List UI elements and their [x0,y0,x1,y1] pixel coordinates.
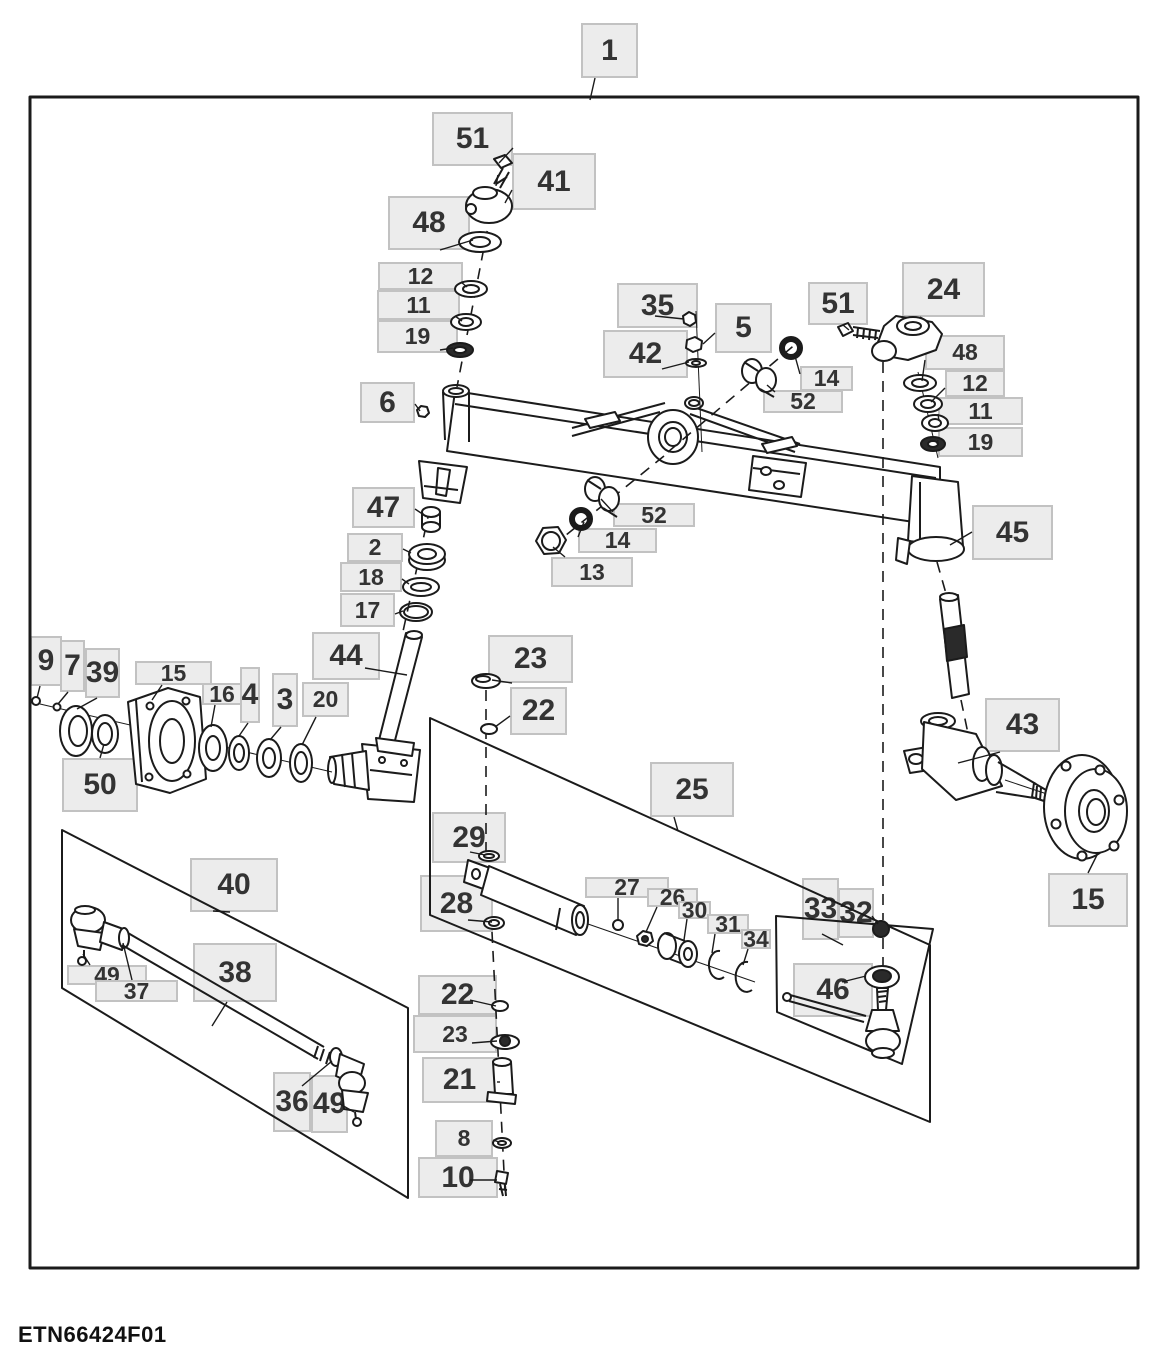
callout-52: 52 [763,390,843,413]
callout-45: 45 [972,505,1053,560]
callout-32: 32 [838,888,874,938]
callout-51: 51 [432,112,513,166]
callout-8: 8 [435,1120,493,1157]
callout-15: 15 [135,661,212,685]
callout-22: 22 [510,687,567,735]
callout-48: 48 [388,196,470,250]
callout-15: 15 [1048,873,1128,927]
callout-52: 52 [613,503,695,527]
callout-11: 11 [938,397,1023,425]
callout-9: 9 [30,636,62,686]
callout-1: 1 [581,23,638,78]
callout-21: 21 [422,1057,497,1103]
callout-49: 49 [311,1075,348,1133]
callout-44: 44 [312,632,380,680]
callout-14: 14 [578,528,657,553]
callout-33: 33 [802,878,839,940]
callout-50: 50 [62,758,138,812]
callout-4: 4 [240,667,260,723]
callout-16: 16 [202,682,242,705]
callout-7: 7 [60,640,85,692]
callout-38: 38 [193,943,277,1002]
callout-6: 6 [360,382,415,423]
callout-35: 35 [617,283,698,328]
callout-12: 12 [378,262,463,290]
callout-43: 43 [985,698,1060,752]
callout-40: 40 [190,858,278,912]
callout-20: 20 [302,682,349,717]
callout-48: 48 [925,335,1005,370]
callout-19: 19 [377,320,458,353]
figure-code-label: ETN66424F01 [18,1322,167,1347]
callout-22: 22 [418,975,497,1015]
callout-39: 39 [85,648,120,698]
callout-37: 37 [95,979,178,1002]
callout-51: 51 [808,282,868,325]
callout-3: 3 [272,673,298,727]
callout-25: 25 [650,762,734,817]
callout-13: 13 [551,557,633,587]
callout-41: 41 [512,153,596,210]
callout-42: 42 [603,330,688,378]
callout-10: 10 [418,1157,498,1198]
callout-19: 19 [938,427,1023,457]
callout-46: 46 [793,963,873,1017]
callout-5: 5 [715,303,772,353]
callout-47: 47 [352,487,415,528]
callout-34: 34 [741,927,771,950]
callout-24: 24 [902,262,985,317]
callout-11: 11 [377,290,460,320]
callout-23: 23 [488,635,573,683]
callout-23: 23 [413,1015,497,1053]
callout-12: 12 [945,370,1005,397]
callout-28: 28 [420,875,493,932]
callout-2: 2 [347,533,403,562]
callout-29: 29 [432,812,506,863]
callout-36: 36 [273,1072,311,1132]
callout-18: 18 [340,562,402,592]
callout-17: 17 [340,593,395,627]
